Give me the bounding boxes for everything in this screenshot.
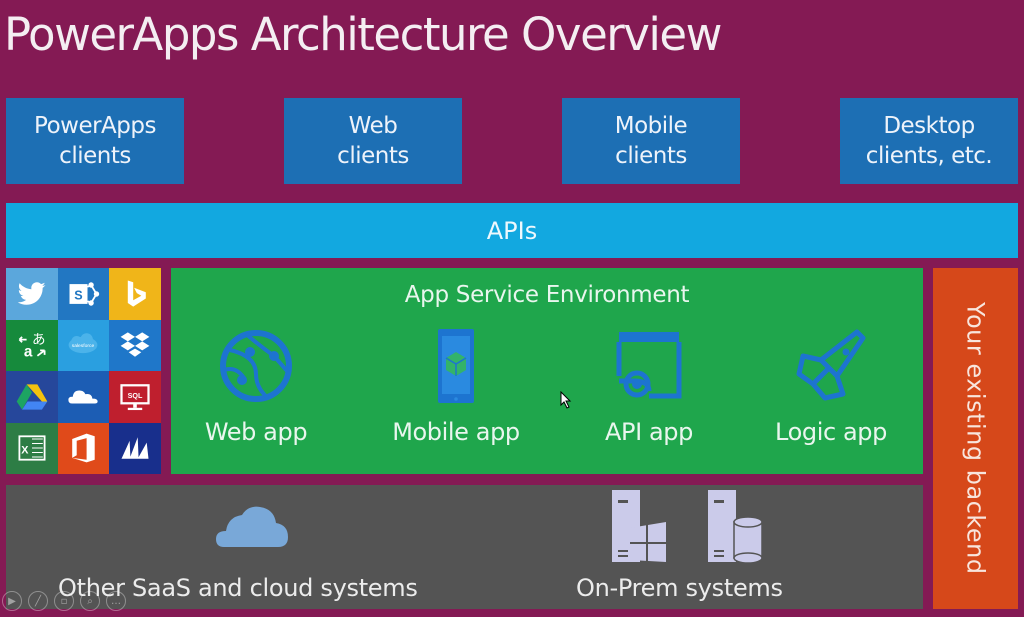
tile-excel: X	[6, 422, 58, 474]
tile-dynamics	[109, 422, 161, 474]
database-server-icon	[708, 490, 763, 564]
ase-title: App Service Environment	[404, 282, 690, 308]
svg-text:あ: あ	[32, 332, 46, 348]
svg-text:salesforce: salesforce	[72, 343, 95, 349]
excel-icon: X	[18, 435, 46, 461]
apis-label: APIs	[486, 216, 538, 245]
dropbox-icon	[120, 332, 150, 357]
client-box-mobile: Mobile clients	[562, 98, 740, 184]
onprem-label: On-Prem systems	[576, 574, 783, 602]
client-box-desktop: Desktop clients, etc.	[840, 98, 1018, 184]
backend-systems-panel: Other SaaS and cloud systems On-Prem sys…	[6, 485, 923, 609]
svg-text:X: X	[21, 445, 29, 457]
api-icon	[616, 332, 682, 399]
client-label-line2: clients	[615, 143, 687, 169]
play-icon[interactable]: ▶	[2, 591, 22, 611]
zoom-icon[interactable]: ⌕	[80, 591, 100, 611]
client-label-line1: Mobile	[614, 113, 688, 139]
backend-label: Your existing backend	[961, 302, 990, 575]
client-label-line2: clients, etc.	[865, 143, 993, 169]
rocket-icon	[796, 329, 866, 401]
app-label: Logic app	[775, 418, 887, 446]
translator-icon: aあ	[18, 332, 46, 361]
mouse-cursor-icon	[560, 391, 572, 409]
logic-app: Logic app	[746, 326, 916, 446]
tile-onedrive	[57, 371, 110, 423]
svg-text:a: a	[24, 344, 33, 361]
web-app: Web app	[171, 326, 341, 446]
bing-icon	[127, 280, 146, 307]
salesforce-icon: salesforce	[69, 333, 98, 354]
app-label: API app	[605, 418, 693, 446]
tile-twitter	[6, 268, 58, 320]
tile-office	[57, 422, 110, 474]
pen-icon[interactable]: ╱	[28, 591, 48, 611]
globe-icon	[220, 330, 292, 402]
tile-sharepoint: S	[57, 268, 110, 320]
sql-icon: SQL	[120, 383, 150, 410]
app-service-environment: App Service Environment Web app Mobile a…	[171, 268, 923, 474]
dynamics-icon	[121, 437, 149, 460]
svg-text:SQL: SQL	[128, 391, 143, 400]
windows-server-icon	[612, 490, 666, 562]
api-app: API app	[564, 326, 734, 446]
existing-backend-bar: Your existing backend	[933, 268, 1018, 609]
client-box-powerapps: PowerApps clients	[6, 98, 184, 184]
onedrive-icon	[67, 388, 100, 405]
svg-text:S: S	[75, 288, 83, 302]
client-label-line1: Desktop	[883, 113, 975, 139]
slide-title: PowerApps Architecture Overview	[4, 8, 722, 61]
client-label-line2: clients	[59, 143, 131, 169]
google-drive-icon	[16, 384, 48, 410]
client-label-line1: PowerApps	[34, 113, 156, 139]
apis-bar: APIs	[6, 203, 1018, 258]
office-icon	[72, 433, 96, 463]
cloud-icon	[216, 506, 288, 547]
app-label: Mobile app	[392, 418, 520, 446]
mobile-phone-icon	[438, 329, 474, 403]
tile-dropbox	[109, 319, 161, 371]
tile-salesforce: salesforce	[57, 319, 110, 371]
client-label-line2: clients	[337, 143, 409, 169]
slides-icon[interactable]: ▫	[54, 591, 74, 611]
twitter-icon	[17, 282, 46, 305]
tile-google-drive	[6, 371, 58, 423]
client-label-line1: Web	[348, 113, 398, 139]
mobile-app: Mobile app	[371, 326, 541, 446]
presentation-controls: ▶ ╱ ▫ ⌕ …	[2, 591, 126, 611]
client-box-web: Web clients	[284, 98, 462, 184]
more-icon[interactable]: …	[106, 591, 126, 611]
tile-bing	[109, 268, 161, 320]
tile-sql: SQL	[109, 371, 161, 423]
app-label: Web app	[204, 418, 308, 446]
sharepoint-icon: S	[69, 282, 100, 306]
